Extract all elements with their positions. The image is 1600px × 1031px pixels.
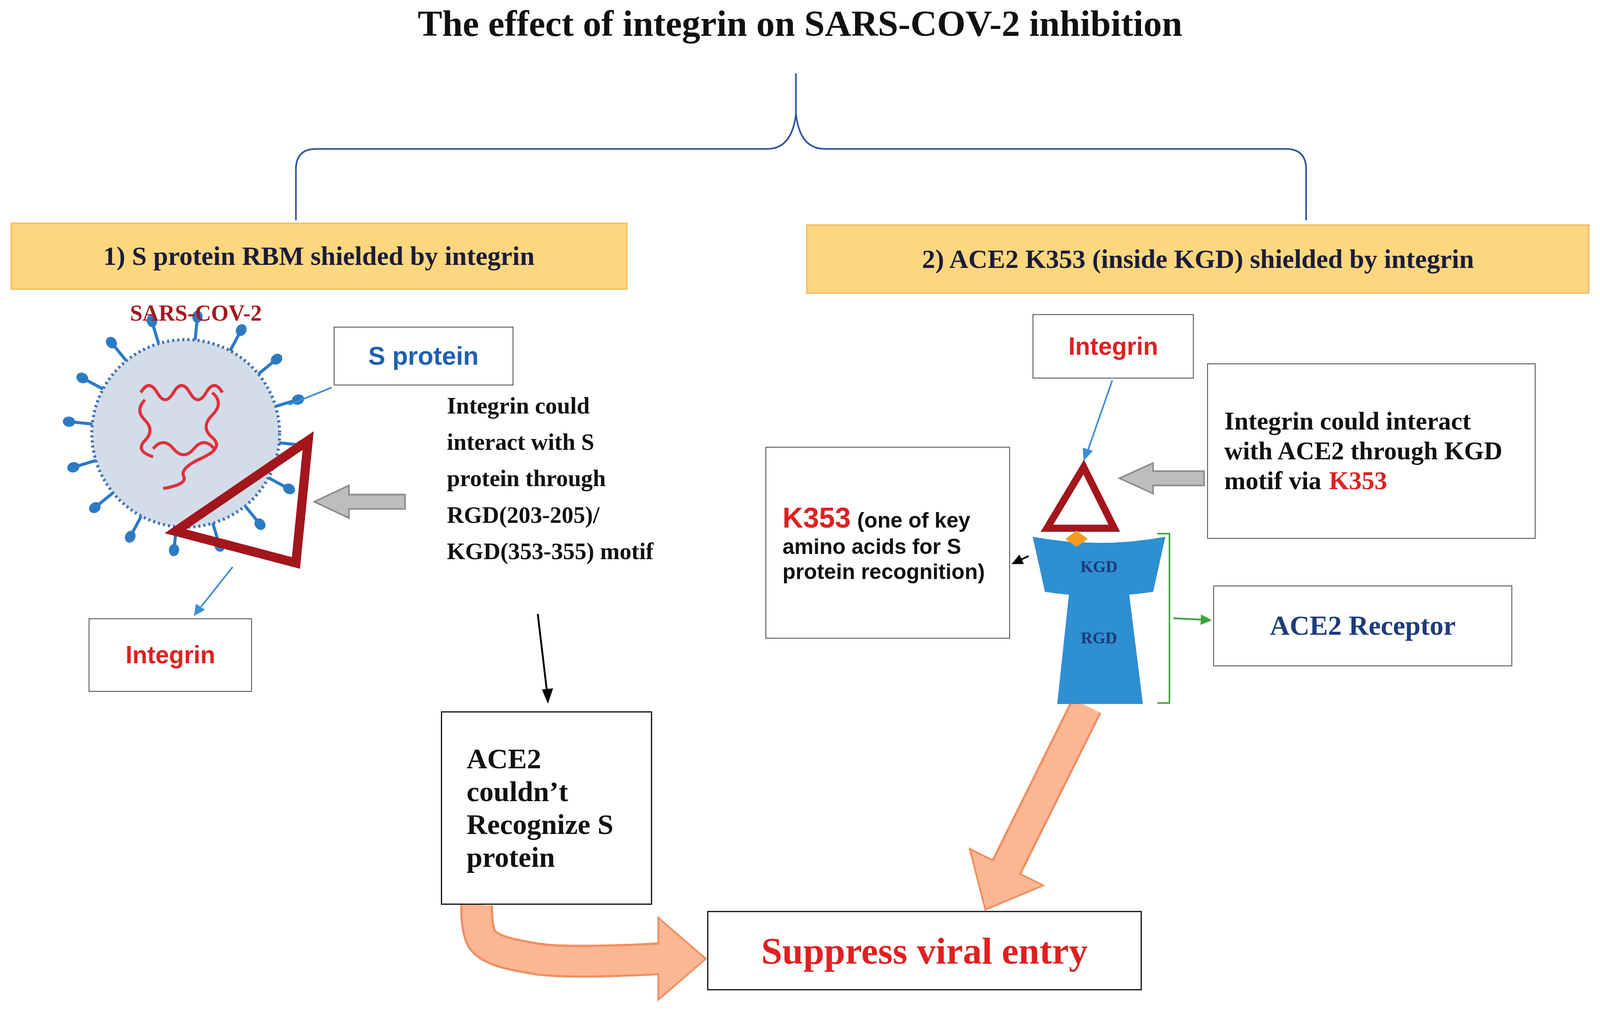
art-stroke bbox=[795, 73, 797, 115]
box-text: Suppress viral entry bbox=[761, 929, 1088, 973]
receptor-shape bbox=[1028, 530, 1174, 707]
spike-head bbox=[62, 416, 76, 428]
outcome-box: Suppress viral entry bbox=[707, 911, 1142, 991]
art-stroke bbox=[194, 603, 206, 616]
art-stroke bbox=[314, 485, 405, 519]
spike-stalk bbox=[229, 334, 239, 351]
spike-stalk bbox=[114, 346, 127, 361]
text-flow: S protein bbox=[368, 341, 479, 371]
spike-head bbox=[268, 351, 285, 367]
arrow-head bbox=[1011, 554, 1024, 565]
text-flow: ACE2 couldn’t Recognize S protein bbox=[466, 742, 627, 874]
text-flow: 2) ACE2 K353 (inside KGD) shielded by in… bbox=[921, 243, 1474, 275]
spike-head bbox=[66, 460, 81, 475]
virus-name: SARS-COV-2 bbox=[93, 296, 298, 332]
spike-stalk bbox=[245, 506, 257, 521]
arrow-line bbox=[1021, 556, 1029, 560]
block-arrow-left bbox=[314, 485, 405, 519]
text-flow: Integrin could interact with ACE2 throug… bbox=[1224, 406, 1519, 496]
section-header: 1) S protein RBM shielded by integrin bbox=[10, 222, 628, 291]
text-flow: 1) S protein RBM shielded by integrin bbox=[103, 240, 535, 272]
box-text: ACE2 couldn’t Recognize S protein bbox=[466, 742, 627, 874]
text-flow: Integrin bbox=[125, 640, 216, 670]
spike-head bbox=[122, 529, 138, 545]
connector-arrow bbox=[1011, 554, 1029, 565]
art-stroke bbox=[1119, 462, 1205, 494]
leader-lines bbox=[194, 380, 1113, 704]
spike-stalk bbox=[153, 325, 159, 344]
receptor-bracket bbox=[1156, 533, 1170, 704]
block-arrow bbox=[476, 905, 706, 1001]
annotation-text: Integrin could interact with S protein t… bbox=[446, 387, 670, 570]
spike-stalk bbox=[258, 362, 273, 375]
spike-stalk bbox=[268, 478, 285, 487]
spike-stalk bbox=[78, 460, 96, 466]
spike-head bbox=[103, 334, 120, 351]
text-flow: ACE2 Receptor bbox=[1269, 609, 1456, 642]
art-stroke bbox=[140, 385, 223, 489]
art-stroke bbox=[200, 567, 233, 607]
box-text: Integrin bbox=[1068, 332, 1159, 361]
connector-arrow bbox=[1173, 614, 1212, 625]
block-arrow-right bbox=[1119, 462, 1205, 494]
label-box: Integrin bbox=[88, 618, 252, 692]
arrow-body bbox=[476, 905, 662, 962]
diagram-title: The effect of integrin on SARS-COV-2 inh… bbox=[0, 2, 1600, 45]
spike-head bbox=[86, 500, 103, 516]
box-text: S protein bbox=[368, 341, 479, 371]
box-text: Integrin bbox=[125, 640, 216, 670]
spike-head bbox=[74, 370, 90, 386]
box-text: 2) ACE2 K353 (inside KGD) shielded by in… bbox=[921, 243, 1474, 275]
k353-site bbox=[1065, 530, 1088, 548]
box-text: K353 bbox=[782, 501, 851, 534]
spike-head bbox=[251, 516, 268, 533]
box-text: 1) S protein RBM shielded by integrin bbox=[103, 240, 535, 272]
art-stroke bbox=[1087, 380, 1113, 451]
spike-stalk bbox=[73, 422, 93, 424]
box-text: ACE2 Receptor bbox=[1269, 609, 1456, 642]
spike-head bbox=[168, 543, 180, 558]
text-flow: Integrin bbox=[1068, 332, 1159, 361]
art-stroke bbox=[1046, 467, 1115, 529]
integrin-triangle-right bbox=[1046, 467, 1115, 529]
art-stroke bbox=[139, 399, 153, 457]
spike-stalk bbox=[98, 492, 114, 505]
title-brace bbox=[296, 73, 1307, 221]
arrow-head bbox=[658, 917, 706, 1001]
label-box: S protein bbox=[333, 326, 514, 386]
art-stroke bbox=[296, 114, 1307, 220]
box-text-part: K353 bbox=[1329, 466, 1387, 495]
art-stroke bbox=[541, 688, 554, 704]
art-stroke bbox=[175, 440, 309, 564]
arrow-body bbox=[1004, 706, 1087, 871]
integrin-triangle-left bbox=[175, 440, 309, 564]
arrow-head bbox=[1200, 614, 1213, 625]
block-arrow bbox=[969, 706, 1087, 911]
art-stroke bbox=[91, 339, 280, 528]
motif-label: RGD bbox=[1028, 628, 1170, 648]
section-header: 2) ACE2 K353 (inside KGD) shielded by in… bbox=[806, 224, 1590, 294]
art-stroke bbox=[288, 387, 332, 405]
label-box: ACE2 Receptor bbox=[1213, 585, 1513, 667]
art-stroke bbox=[537, 614, 547, 692]
result-box: ACE2 couldn’t Recognize S protein bbox=[440, 711, 653, 906]
motif-label: KGD bbox=[1028, 557, 1170, 577]
text-flow: Suppress viral entry bbox=[761, 929, 1088, 973]
spike-head bbox=[281, 481, 297, 497]
spike-stalk bbox=[132, 516, 142, 533]
ace2-receptor: KGD RGD bbox=[1028, 530, 1174, 707]
note-box: K353(one of key amino acids for S protei… bbox=[765, 446, 1011, 639]
art-stroke bbox=[1082, 447, 1094, 462]
note-box: Integrin could interact with ACE2 throug… bbox=[1207, 363, 1536, 539]
arrow-line bbox=[1173, 618, 1201, 620]
label-box: Integrin bbox=[1032, 314, 1194, 379]
spike-stalk bbox=[86, 380, 103, 389]
text-flow: K353(one of key amino acids for S protei… bbox=[782, 501, 993, 585]
